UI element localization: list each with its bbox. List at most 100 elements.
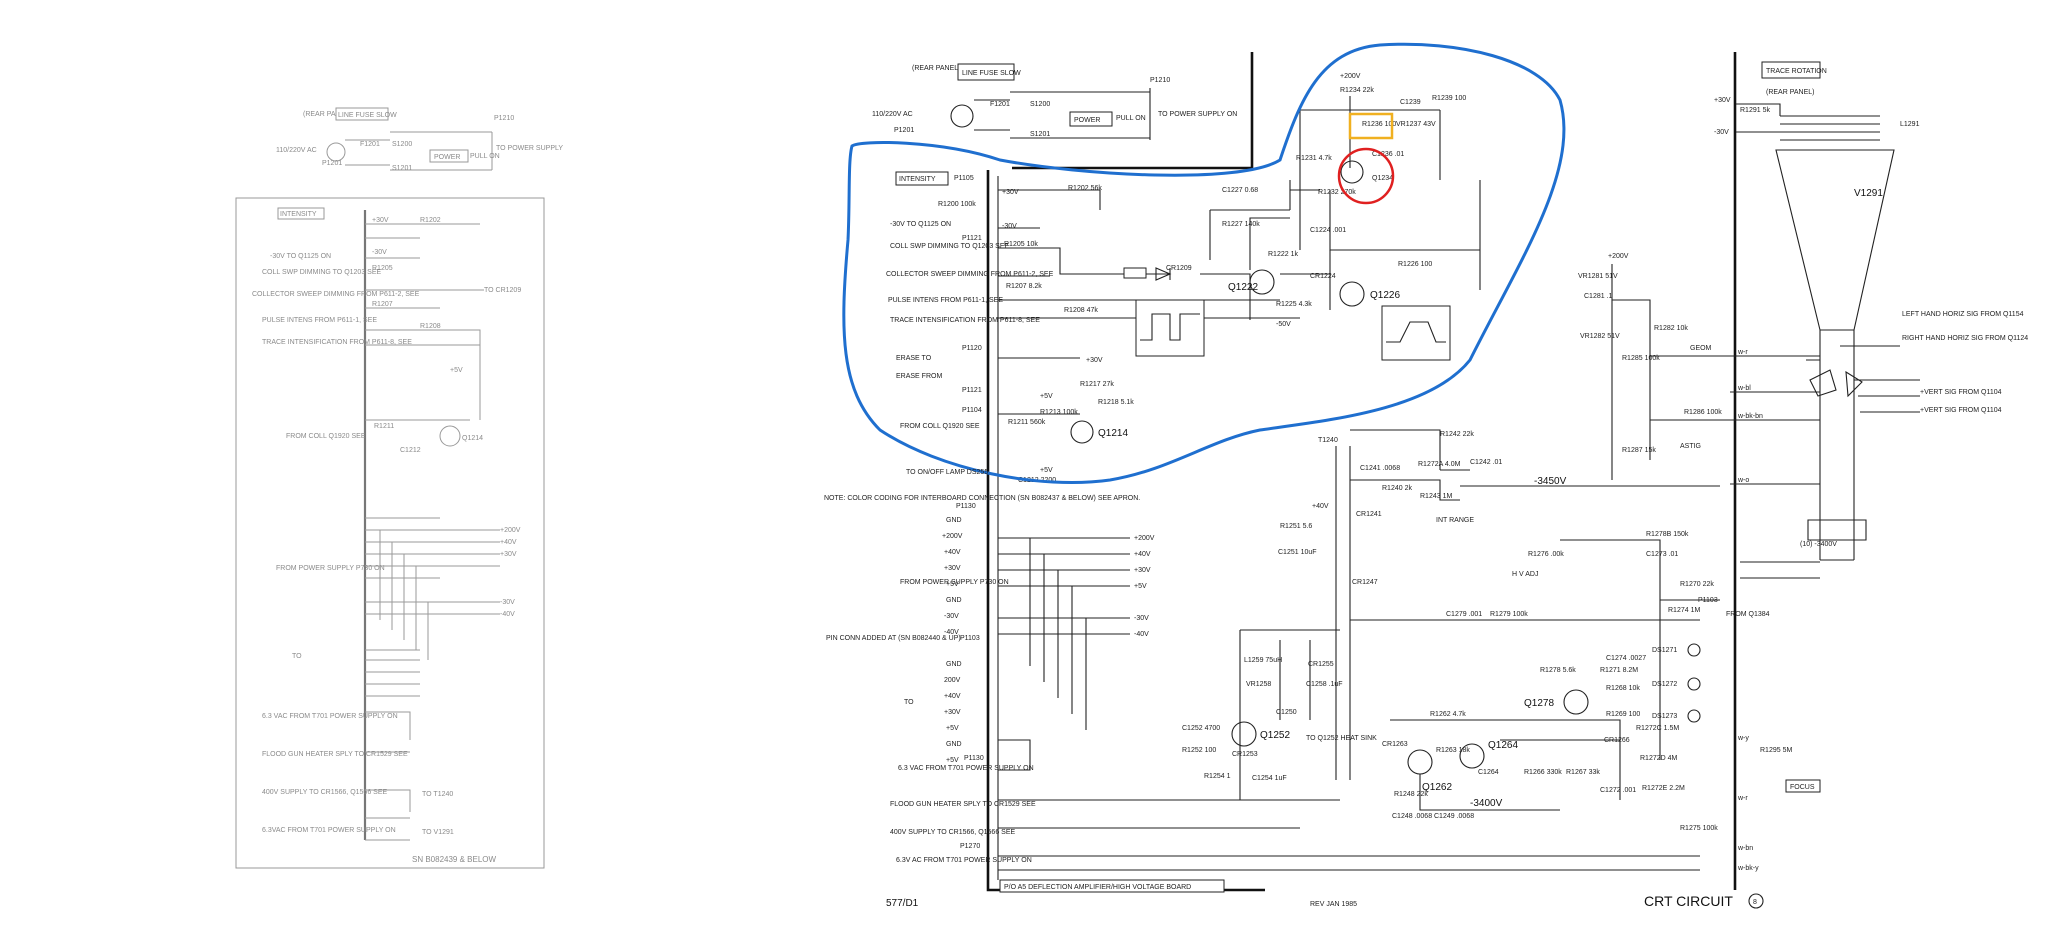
left-intensity-box <box>277 207 325 220</box>
rev-label: REV JAN 1985 <box>1310 901 1357 908</box>
r1218-label: R1218 5.1k <box>1098 399 1134 406</box>
c1248-label: C1248 .0068 <box>1392 813 1432 820</box>
crt-deflection-plates-icon <box>1806 359 1863 398</box>
focus-box <box>1785 779 1821 793</box>
supply2-gnd2: GND <box>946 741 962 748</box>
r1272d-label: R1272D 4M <box>1640 755 1678 762</box>
cr1224-label: CR1224 <box>1310 273 1336 280</box>
pull-on-label: PULL ON <box>1116 115 1146 122</box>
cr1209-label: CR1209 <box>1166 265 1192 272</box>
r1272e-label: R1272E 2.2M <box>1642 785 1685 792</box>
lower-supply-wires <box>998 739 1700 871</box>
left-note-7: TO <box>292 653 302 660</box>
c1227-label: C1227 0.68 <box>1222 187 1258 194</box>
left-power-box <box>429 149 469 163</box>
ds1271-label: DS1271 <box>1652 647 1677 654</box>
vert-sig1-label: +VERT SIG FROM Q1104 <box>1920 389 2002 396</box>
c1274-label: C1274 .0027 <box>1606 655 1646 662</box>
q1222-icon <box>1249 269 1275 295</box>
p1210-label: P1210 <box>1150 77 1170 84</box>
r1240-label: R1240 2k <box>1382 485 1412 492</box>
supply-row-200v: +200V <box>942 533 963 540</box>
input-30v: +30V <box>1002 189 1019 196</box>
v3400-crt-label: (10) -3400V <box>1800 541 1837 548</box>
left-note-11: 6.3VAC FROM T701 POWER SUPPLY ON <box>262 827 396 834</box>
left-note-3: PULSE INTENS FROM P611-1, SEE <box>262 317 377 324</box>
left-note-0: -30V TO Q1125 ON <box>270 253 331 260</box>
cr1263-label: CR1263 <box>1382 741 1408 748</box>
cr1241-label: CR1241 <box>1356 511 1382 518</box>
supply-out-30v: +30V <box>1134 567 1151 574</box>
left-note-1: COLL SWP DIMMING TO Q1203 SEE <box>262 269 381 276</box>
v200-crt-label: +200V <box>1608 253 1629 260</box>
r1276-label: R1276 .00k <box>1528 551 1564 558</box>
pin-label-5: P1130 <box>956 503 976 510</box>
left-label-v1291: TO V1291 <box>422 829 454 836</box>
left-pull-on: PULL ON <box>470 153 500 160</box>
title-number-circle <box>1748 893 1764 909</box>
ds1273-label: DS1273 <box>1652 713 1677 720</box>
left-f1201: F1201 <box>360 141 380 148</box>
line-fuse-label: LINE FUSE SLOW <box>962 70 1021 77</box>
cr1209-diode-icon <box>1155 267 1172 281</box>
input-label-6: ERASE TO <box>896 355 932 362</box>
r1205-label: R1205 10k <box>1004 241 1038 248</box>
r1222-label: R1222 1k <box>1268 251 1298 258</box>
r1239-label: R1239 100 <box>1432 95 1466 102</box>
hv-mid-wires <box>1350 539 1720 760</box>
l1291-label: L1291 <box>1900 121 1920 128</box>
supply-row-30v: +30V <box>944 565 961 572</box>
board-outline-top <box>1012 52 1254 170</box>
r1207-label: R1207 8.2k <box>1006 283 1042 290</box>
supply-400-note: 400V SUPPLY TO CR1566, Q1566 SEE <box>890 829 1016 836</box>
supply-rows-2: GND 200V +40V +30V +5V GND +5V <box>944 661 962 764</box>
s1200-label: S1200 <box>1030 101 1050 108</box>
ac-plug-icon <box>950 104 974 128</box>
q1214-icon <box>1070 420 1094 444</box>
r1231-label: R1231 4.7k <box>1296 155 1332 162</box>
supply2-gnd: GND <box>946 661 962 668</box>
left-note-8: 6.3 VAC FROM T701 POWER SUPPLY ON <box>262 713 398 720</box>
pin-label-2: P1120 <box>962 345 982 352</box>
pin-label-7: P1130 <box>964 755 984 762</box>
left-label-30v: +30V <box>372 217 389 224</box>
r1286-label: R1286 100k <box>1684 409 1722 416</box>
input-label-8: FROM COLL Q1920 SEE <box>900 423 980 430</box>
left-p1210: P1210 <box>494 115 514 122</box>
heater-note-2: 6.3V AC FROM T701 POWER SUPPLY ON <box>896 857 1032 864</box>
power-switch-box <box>1069 111 1113 127</box>
left-label-t1240: TO T1240 <box>422 791 453 798</box>
v40-label: +40V <box>1312 503 1329 510</box>
r1236-label: R1236 100 <box>1362 121 1396 128</box>
input-30v-2: +30V <box>1086 357 1103 364</box>
vr1258-label: VR1258 <box>1246 681 1271 688</box>
left-label-m30v2: -30V <box>500 599 515 606</box>
left-note-6: FROM POWER SUPPLY P730 ON <box>276 565 385 572</box>
c1249-label: C1249 .0068 <box>1434 813 1474 820</box>
q1226-label: Q1226 <box>1370 290 1400 301</box>
left-supply-wires <box>365 517 500 841</box>
color-coding-note: NOTE: COLOR CODING FOR INTERBOARD CONNEC… <box>824 495 1140 502</box>
q1278-label: Q1278 <box>1524 698 1554 709</box>
left-label-c1212: C1212 <box>400 447 421 454</box>
hv-adj-label: H V ADJ <box>1512 571 1538 578</box>
r1248-label: R1248 22k <box>1394 791 1428 798</box>
rotation-coil-wires <box>1736 103 1880 141</box>
r1270-label: R1270 22k <box>1680 581 1714 588</box>
to-heat-sink: TO Q1252 HEAT SINK <box>1306 735 1377 742</box>
power-switch-label: POWER <box>1074 117 1100 124</box>
t1240-label: T1240 <box>1318 437 1338 444</box>
l1259-label: L1259 75uH <box>1244 657 1282 664</box>
annotation-yellow-box <box>1348 112 1394 140</box>
amplifier-upper-wires <box>1209 180 1481 290</box>
input-label-5: TRACE INTENSIFICATION FROM P611-8, SEE <box>890 317 1040 324</box>
pin-conn-note: PIN CONN ADDED AT (SN B082440 & UP) <box>826 635 961 642</box>
r1242-label: R1242 22k <box>1440 431 1474 438</box>
left-label-r1208: R1208 <box>420 323 441 330</box>
wire-color-codes: w-r w-bl w-bk-bn w-o w-y w-r w-bn w-bk-y <box>1737 349 1763 872</box>
left-supply-verticals <box>379 530 429 660</box>
r1285-label: R1285 100k <box>1622 355 1660 362</box>
input-label-4: PULSE INTENS FROM P611-1, SEE <box>888 297 1003 304</box>
c1254-label: C1254 1uF <box>1252 775 1287 782</box>
supply2-30v: +30V <box>944 709 961 716</box>
